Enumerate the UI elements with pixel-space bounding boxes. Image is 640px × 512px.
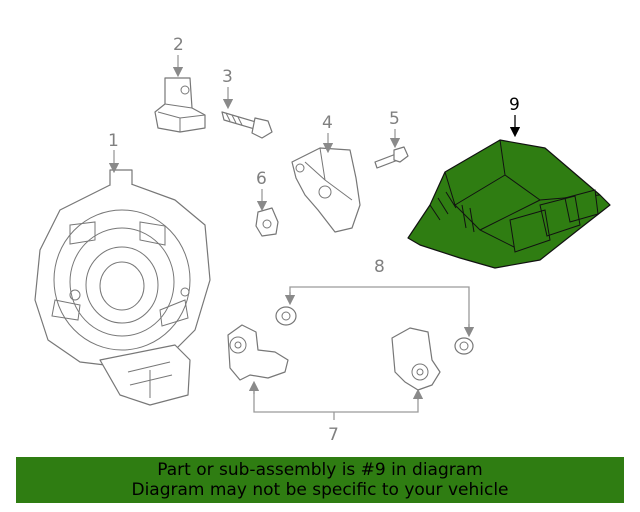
callout-1: 1 — [108, 131, 119, 151]
module-part-9 — [407, 139, 611, 269]
callout-4: 4 — [322, 113, 333, 133]
callout-5: 5 — [389, 109, 400, 129]
callout-7: 7 — [328, 425, 339, 445]
nut-part-6 — [255, 207, 279, 237]
clock-spring-part — [34, 169, 211, 406]
banner-line-1: Part or sub-assembly is #9 in diagram — [157, 460, 483, 480]
banner-line-2: Diagram may not be specific to your vehi… — [131, 480, 509, 500]
callout-2: 2 — [173, 35, 184, 55]
callout-9: 9 — [509, 95, 520, 115]
callout-6: 6 — [256, 169, 267, 189]
leader-7 — [253, 386, 419, 413]
callout-8: 8 — [374, 257, 385, 277]
leader-8 — [289, 286, 470, 328]
bolt-part-5 — [374, 146, 409, 169]
sensor-part-4 — [291, 147, 361, 233]
parts-diagram: 1 2 3 4 5 6 9 — [34, 35, 611, 445]
info-banner: Part or sub-assembly is #9 in diagram Di… — [16, 457, 624, 503]
grommet-part-8b — [454, 337, 474, 355]
impact-sensor-part-7a — [227, 324, 289, 381]
bolt-part-3 — [221, 111, 273, 139]
callout-3: 3 — [222, 67, 233, 87]
impact-sensor-part-7b — [391, 327, 441, 391]
grommet-part-8a — [275, 306, 297, 326]
sensor-part-2 — [154, 77, 206, 133]
